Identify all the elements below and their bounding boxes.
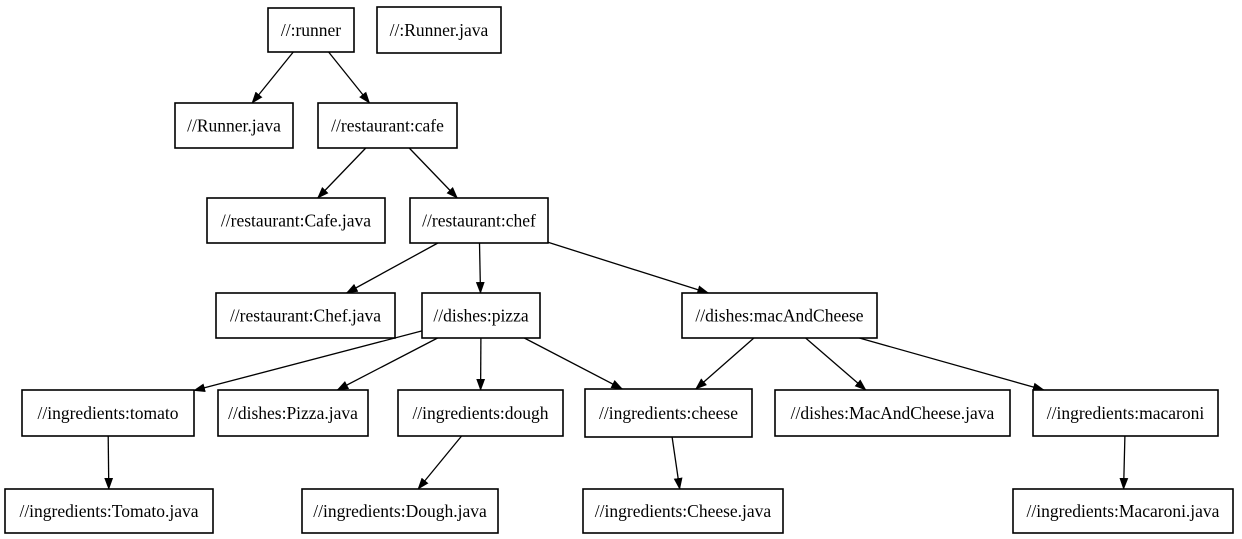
graph-node-runner_java: //Runner.java [174, 102, 294, 149]
node-box-cafe [317, 102, 458, 149]
node-box-cafe_java [206, 197, 386, 244]
node-label-macaroni: //ingredients:macaroni [1047, 403, 1205, 423]
node-layer: //:runner //:Runner.java //Runner.java //re… [4, 6, 1234, 534]
graph-node-pizza_java: //dishes:Pizza.java [217, 389, 369, 437]
node-box-colon_runner_java [376, 6, 502, 54]
edge-layer [104, 51, 1129, 490]
graph-node-mac_and_cheese: //dishes:macAndCheese [681, 292, 878, 339]
graph-node-mac_and_cheese_java: //dishes:MacAndCheese.java [774, 389, 1011, 437]
edge-colon_runner-to-runner_java [251, 51, 294, 104]
node-box-tomato [21, 389, 195, 437]
node-label-colon_runner_java: //:Runner.java [390, 20, 489, 40]
node-label-pizza_java: //dishes:Pizza.java [228, 403, 358, 423]
node-label-pizza: //dishes:pizza [433, 306, 528, 326]
node-label-colon_runner: //:runner [281, 20, 341, 40]
node-label-dough: //ingredients:dough [412, 403, 548, 423]
node-box-cheese_java [582, 488, 784, 534]
node-box-colon_runner [267, 7, 355, 53]
node-box-chef_java [215, 292, 396, 339]
node-box-pizza [421, 292, 541, 339]
edge-mac_and_cheese-to-cheese [695, 337, 755, 390]
graph-node-cheese_java: //ingredients:Cheese.java [582, 488, 784, 534]
node-box-pizza_java [217, 389, 369, 437]
node-label-cheese_java: //ingredients:Cheese.java [595, 501, 772, 521]
graph-node-cafe: //restaurant:cafe [317, 102, 458, 149]
edge-tomato-to-tomato_java [104, 435, 114, 490]
node-label-chef_java: //restaurant:Chef.java [230, 306, 381, 326]
node-label-chef: //restaurant:chef [422, 211, 536, 231]
graph-node-tomato: //ingredients:tomato [21, 389, 195, 437]
graph-node-dough_java: //ingredients:Dough.java [301, 488, 499, 534]
edge-chef-to-pizza [475, 242, 485, 294]
edge-chef-to-mac_and_cheese [547, 241, 710, 294]
edge-pizza-to-pizza_java [336, 337, 438, 391]
graph-node-pizza: //dishes:pizza [421, 292, 541, 339]
node-label-macaroni_java: //ingredients:Macaroni.java [1027, 501, 1220, 521]
node-label-cheese: //ingredients:cheese [599, 403, 738, 423]
node-box-tomato_java [4, 488, 214, 534]
node-box-dough [397, 389, 564, 437]
graph-node-tomato_java: //ingredients:Tomato.java [4, 488, 214, 534]
node-box-macaroni_java [1012, 488, 1234, 534]
node-label-cafe: //restaurant:cafe [331, 116, 444, 136]
graph-node-colon_runner_java: //:Runner.java [376, 6, 502, 54]
graph-node-macaroni_java: //ingredients:Macaroni.java [1012, 488, 1234, 534]
node-label-runner_java: //Runner.java [187, 116, 281, 136]
node-box-runner_java [174, 102, 294, 149]
edge-cheese-to-cheese_java [671, 436, 683, 490]
node-label-tomato_java: //ingredients:Tomato.java [19, 501, 198, 521]
edge-cafe-to-chef [408, 147, 458, 199]
node-box-mac_and_cheese [681, 292, 878, 339]
node-label-tomato: //ingredients:tomato [38, 403, 179, 423]
graph-node-chef: //restaurant:chef [409, 197, 549, 244]
graph-node-macaroni: //ingredients:macaroni [1032, 389, 1219, 437]
graph-node-cheese: //ingredients:cheese [584, 388, 753, 438]
node-label-mac_and_cheese_java: //dishes:MacAndCheese.java [791, 403, 995, 423]
edge-macaroni-to-macaroni_java [1119, 435, 1129, 490]
edge-cafe-to-cafe_java [317, 147, 367, 199]
edge-colon_runner-to-cafe [328, 51, 371, 104]
node-box-macaroni [1032, 389, 1219, 437]
node-label-mac_and_cheese: //dishes:macAndCheese [695, 306, 863, 326]
edge-pizza-to-cheese [523, 337, 624, 390]
edge-mac_and_cheese-to-mac_and_cheese_java [805, 337, 867, 391]
node-box-dough_java [301, 488, 499, 534]
node-box-mac_and_cheese_java [774, 389, 1011, 437]
node-box-cheese [584, 388, 753, 438]
edge-mac_and_cheese-to-macaroni [859, 337, 1045, 392]
graph-node-dough: //ingredients:dough [397, 389, 564, 437]
edge-dough-to-dough_java [417, 435, 463, 490]
edge-chef-to-chef_java [345, 242, 439, 294]
edge-pizza-to-tomato [193, 330, 423, 392]
node-box-chef [409, 197, 549, 244]
graph-node-cafe_java: //restaurant:Cafe.java [206, 197, 386, 244]
graph-node-chef_java: //restaurant:Chef.java [215, 292, 396, 339]
graph-node-colon_runner: //:runner [267, 7, 355, 53]
node-label-cafe_java: //restaurant:Cafe.java [221, 211, 371, 231]
node-label-dough_java: //ingredients:Dough.java [313, 501, 487, 521]
